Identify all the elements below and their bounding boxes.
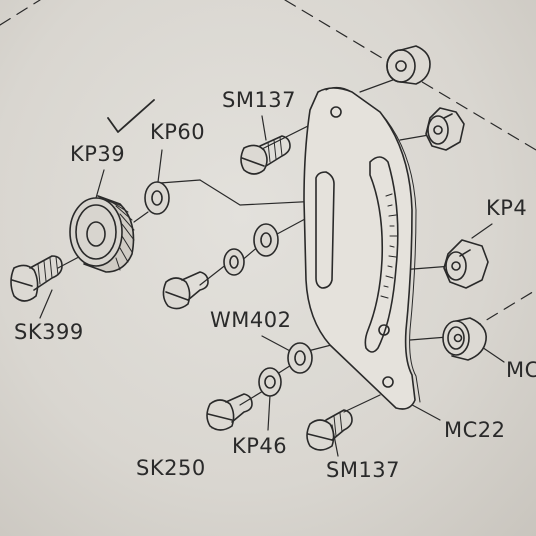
label-sk399: SK399 [14,320,84,344]
leader-lines [39,115,505,457]
sk250-screw [206,393,253,431]
label-sm137-bottom: SM137 [326,458,401,482]
label-sk250: SK250 [136,456,206,480]
sm137-top-screw [240,135,291,175]
label-kp39: KP39 [70,142,126,166]
kp4-nut [443,239,489,289]
sm137-bottom-screw [306,409,353,451]
kp39-knurled-knob [69,195,135,273]
middle-washers [223,223,279,276]
label-mc22: MC22 [444,418,506,442]
label-sm137-top: SM137 [222,88,297,112]
eccentric-nut-right [425,107,465,151]
label-mc-right: MC [506,358,536,382]
label-kp4-right: KP4 [486,196,528,220]
mc-bushing-right [442,317,487,361]
wm402-washer [287,342,313,374]
middle-screw [162,271,209,310]
check-mark-icon [107,99,155,133]
scale-plate [303,86,421,410]
label-kp46: KP46 [232,434,288,458]
kp60-washer [144,181,170,215]
kp46-washer [258,367,282,397]
label-kp60: KP60 [150,120,206,144]
bushing-top-right [386,45,431,85]
label-wm402: WM402 [210,308,292,332]
sk399-screw [10,255,63,302]
